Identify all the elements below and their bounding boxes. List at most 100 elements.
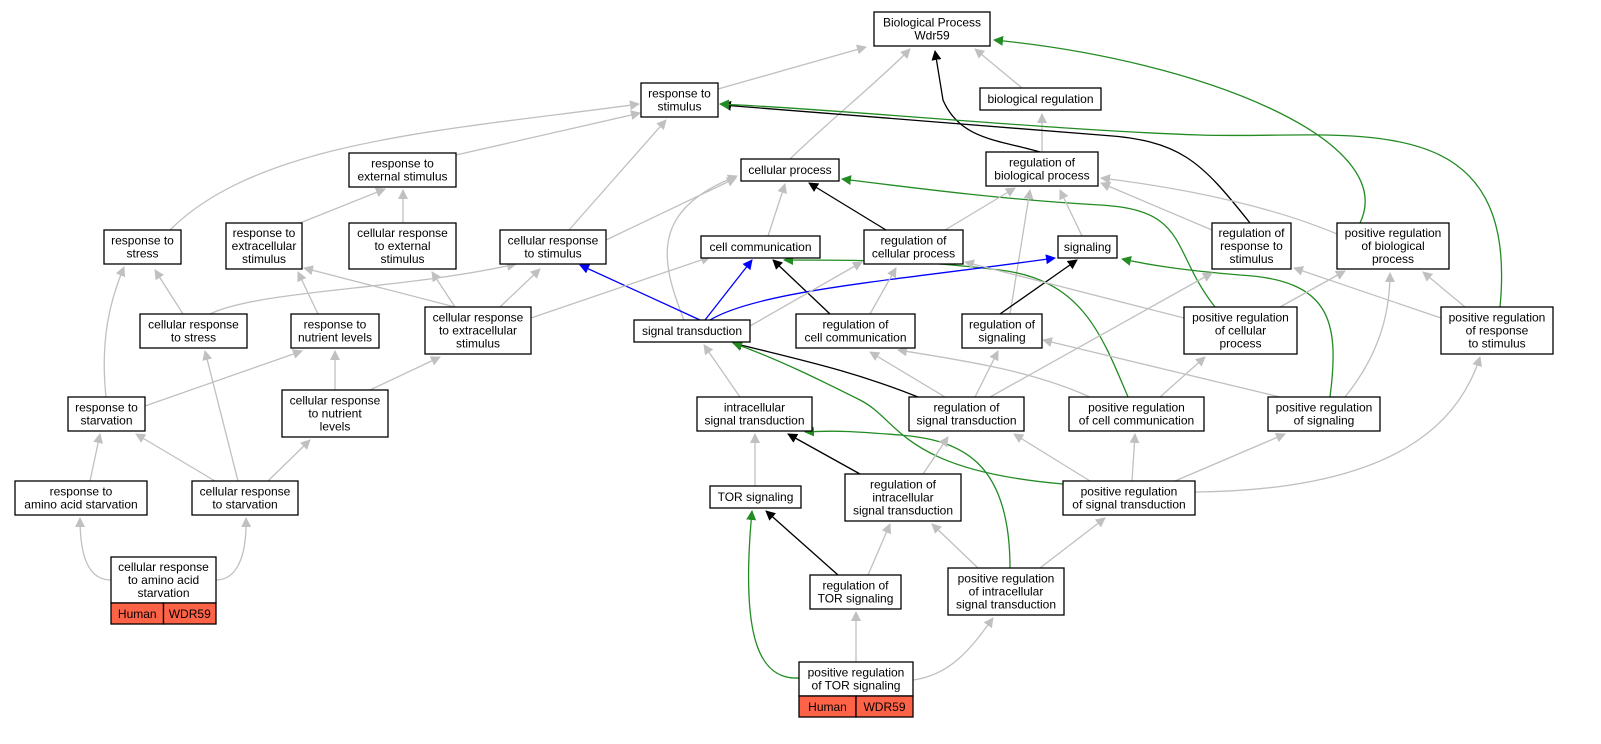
edge-is-a-pos_reg_sig_trans-to-reg_sig_trans xyxy=(1013,433,1091,482)
go-term-node-cell-proc[interactable]: cellular process xyxy=(740,158,840,182)
edge-is-a-cell_resp_stress-to-cell_resp_stim xyxy=(209,261,517,315)
go-term-node-tor-sig[interactable]: TOR signaling xyxy=(709,485,802,509)
go-term-node-signaling[interactable]: signaling xyxy=(1057,235,1118,259)
edge-is-a-reg_sig_trans-to-reg_resp_stim xyxy=(989,272,1213,398)
node-label-line: cellular response xyxy=(290,394,381,408)
node-label-line: response to xyxy=(371,157,434,171)
node-label-line: Biological Process xyxy=(883,16,981,30)
node-label-line: cellular response xyxy=(357,226,448,240)
node-label-line: cell communication xyxy=(709,240,811,254)
edge-is-a-pos_reg_cell_proc-to-reg_cell_proc xyxy=(964,259,1185,319)
node-label-line: external stimulus xyxy=(357,170,447,184)
edge-part-of-sig_trans-to-signaling xyxy=(709,254,1056,321)
node-box xyxy=(873,11,991,47)
node-label-line: levels xyxy=(320,420,351,434)
node-label-line: cellular process xyxy=(872,247,955,261)
node-label-line: of intracellular xyxy=(969,585,1044,599)
edge-is-a-reg_intra_sig-to-reg_sig_trans xyxy=(922,436,949,475)
node-label-line: regulation of xyxy=(870,478,937,492)
node-box xyxy=(908,396,1025,432)
go-term-node-bio-reg[interactable]: biological regulation xyxy=(979,87,1102,111)
edge-regulates-reg_cell_proc-to-cell_proc xyxy=(808,182,887,231)
edge-is-a-pos_reg_intra_sig-to-reg_intra_sig xyxy=(931,523,979,569)
edge-is-a-pos_reg_cell_comm-to-reg_cell_comm xyxy=(897,346,1091,398)
edge-is-a-signaling-to-reg_bio_proc xyxy=(1059,189,1083,237)
node-label-line: stimulus xyxy=(380,252,424,266)
edge-is-a-reg_resp_stim-to-reg_bio_proc xyxy=(1100,181,1213,231)
edge-positively-regulates-pos_reg_signaling-to-signaling xyxy=(1121,255,1334,398)
node-label-line: to stimulus xyxy=(524,247,581,261)
node-box xyxy=(798,661,914,697)
node-box xyxy=(633,319,751,343)
edge-is-a-pos_reg_resp_stim-to-reg_resp_stim xyxy=(1293,266,1442,319)
node-box xyxy=(863,229,964,265)
node-label-line: amino acid starvation xyxy=(24,498,137,512)
node-label-line: response to xyxy=(50,485,113,499)
edge-is-a-pos_reg_intra_sig-to-pos_reg_sig_trans xyxy=(1039,517,1106,569)
node-label-line: stimulus xyxy=(456,337,500,351)
node-label-line: regulation of xyxy=(1009,156,1076,170)
edge-is-a-cell_resp_nutrient-to-cell_resp_extracell xyxy=(369,356,441,391)
edge-positively-regulates-pos_reg_tor-to-tor_sig xyxy=(746,510,800,679)
node-box xyxy=(348,222,457,270)
edge-is-a-reg_cell_proc-to-reg_bio_proc xyxy=(944,187,1016,231)
node-label-line: TOR signaling xyxy=(818,592,894,606)
go-term-node-cell-comm[interactable]: cell communication xyxy=(700,235,821,259)
node-box xyxy=(947,567,1065,616)
annotation-gene-cell xyxy=(855,695,914,718)
edge-is-a-cell_resp_stim-to-resp_stim xyxy=(568,119,667,231)
node-label-line: to starvation xyxy=(212,498,277,512)
edge-is-a-cell_resp_aa_starv-to-cell_resp_starv xyxy=(215,517,252,581)
node-label-line: response to xyxy=(648,87,711,101)
edge-is-a-cell_resp_stim-to-cell_proc xyxy=(605,177,737,241)
node-box xyxy=(696,396,813,432)
edge-is-a-pos_reg_signaling-to-reg_signaling xyxy=(1042,337,1281,398)
node-label-line: cellular response xyxy=(118,560,209,574)
node-label-line: to amino acid xyxy=(128,573,199,587)
node-label-line: intracellular xyxy=(724,401,785,415)
edge-is-a-cell_resp_extracell-to-cell_comm xyxy=(530,255,711,319)
node-label-line: extracellular xyxy=(232,239,297,253)
edge-regulates-reg_bio_proc-to-bp xyxy=(931,50,1041,153)
edge-is-a-pos_reg_sig_trans-to-pos_reg_cell_comm xyxy=(1129,433,1140,482)
go-term-node-sig-trans[interactable]: signal transduction xyxy=(633,319,751,343)
node-label-line: regulation of xyxy=(933,401,1000,415)
edge-positively-regulates-pos_reg_sig_trans-to-sig_trans xyxy=(732,341,1064,485)
edge-is-a-pos_reg_tor-to-pos_reg_intra_sig xyxy=(912,617,994,681)
edge-regulates-reg_sig_trans-to-sig_trans xyxy=(732,340,919,398)
node-label-line: cellular response xyxy=(433,311,524,325)
edge-positively-regulates-pos_reg_intra_sig-to-intra_sig xyxy=(804,426,1011,569)
